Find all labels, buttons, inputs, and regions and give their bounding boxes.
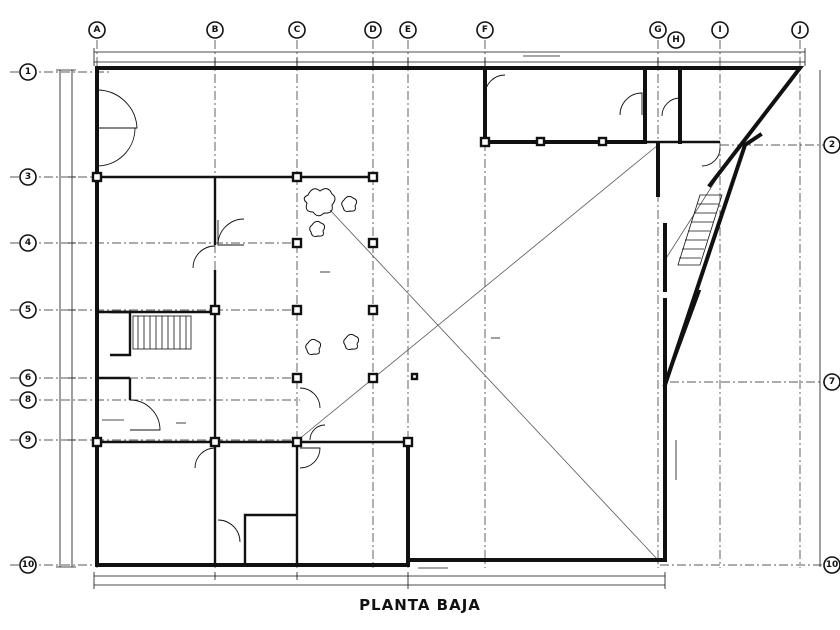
svg-text:I: I <box>718 25 721 35</box>
axis-bubble-a: A <box>88 21 106 39</box>
axis-bubble-c: C <box>288 21 306 39</box>
axis-bubble-8: 8 <box>19 391 37 409</box>
axis-bubble-b: B <box>206 21 224 39</box>
axis-bubble-e: E <box>399 21 417 39</box>
svg-text:2: 2 <box>829 140 835 150</box>
staircase-right <box>677 194 723 266</box>
svg-text:G: G <box>654 25 661 35</box>
svg-text:10: 10 <box>22 560 35 570</box>
door-swings <box>96 74 721 543</box>
staircase-left <box>132 315 192 350</box>
column-axis-bubbles: A B C D E F G H I J <box>88 21 809 49</box>
svg-text:F: F <box>482 25 488 35</box>
svg-text:C: C <box>294 25 301 35</box>
plan-title: PLANTA BAJA <box>359 596 481 614</box>
axis-bubble-i: I <box>711 21 729 39</box>
walls <box>95 66 805 567</box>
axis-bubble-10: 10 <box>19 556 37 574</box>
axis-bubble-10-right: 10 <box>823 556 840 574</box>
plants-symbols <box>303 188 360 355</box>
minor-annotation-marks <box>102 55 677 569</box>
svg-text:A: A <box>94 25 101 35</box>
axis-bubble-6: 6 <box>19 369 37 387</box>
grid-lines <box>10 40 828 568</box>
svg-text:E: E <box>405 25 411 35</box>
svg-text:6: 6 <box>25 373 31 383</box>
axis-bubble-d: D <box>364 21 382 39</box>
svg-text:H: H <box>672 35 680 45</box>
axis-bubble-9: 9 <box>19 431 37 449</box>
dimension-lines <box>56 48 821 589</box>
svg-text:5: 5 <box>25 305 31 315</box>
svg-text:9: 9 <box>25 435 31 445</box>
svg-text:1: 1 <box>25 67 31 77</box>
axis-bubble-j: J <box>791 21 809 39</box>
axis-bubble-7: 7 <box>823 373 840 391</box>
svg-text:J: J <box>797 25 801 35</box>
axis-bubble-2: 2 <box>823 136 840 154</box>
structural-columns <box>91 136 608 448</box>
axis-bubble-h: H <box>667 31 685 49</box>
axis-bubble-g: G <box>649 21 667 39</box>
axis-bubble-f: F <box>476 21 494 39</box>
axis-bubble-4: 4 <box>19 234 37 252</box>
svg-text:B: B <box>212 25 219 35</box>
svg-text:8: 8 <box>25 395 31 405</box>
svg-text:7: 7 <box>829 377 835 387</box>
axis-bubble-5: 5 <box>19 301 37 319</box>
svg-text:D: D <box>369 25 376 35</box>
svg-text:3: 3 <box>25 172 31 182</box>
void-diagonals <box>297 144 736 561</box>
row-axis-bubbles: 1 2 3 4 5 6 7 8 9 10 10 <box>19 63 840 574</box>
svg-text:4: 4 <box>25 238 31 248</box>
axis-bubble-1: 1 <box>19 63 37 81</box>
axis-bubble-3: 3 <box>19 168 37 186</box>
svg-text:10: 10 <box>826 560 839 570</box>
